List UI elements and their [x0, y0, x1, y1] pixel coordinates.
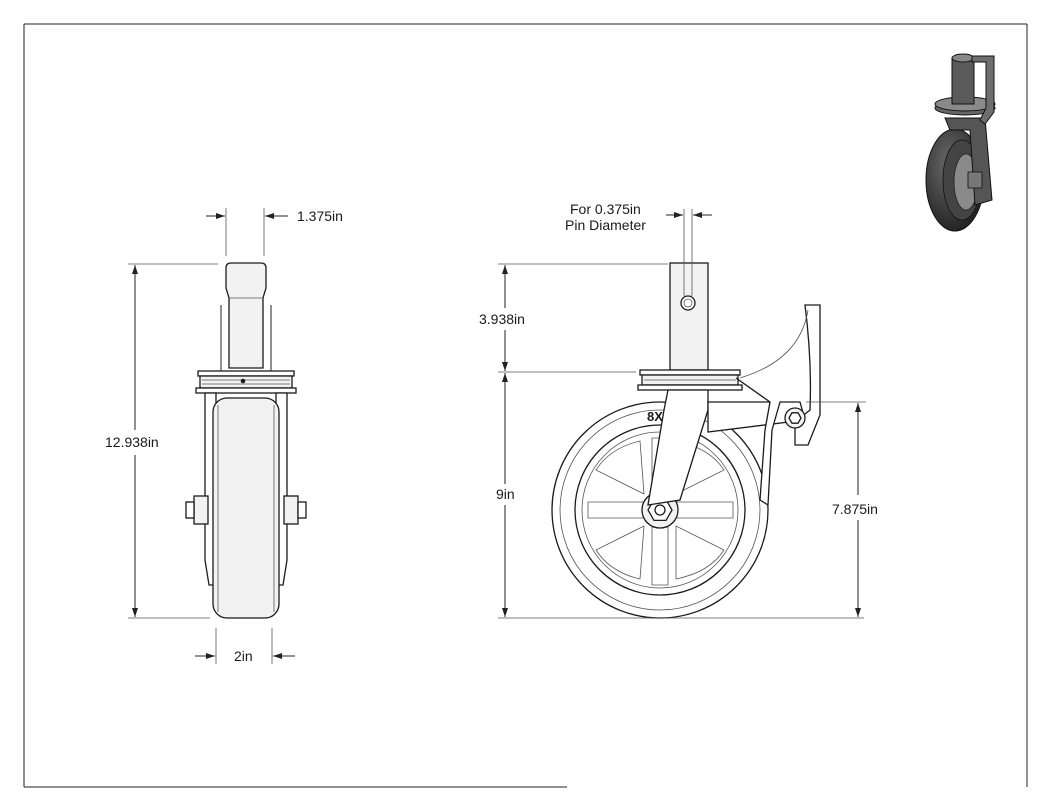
dimension-axle-height: 7.875in: [806, 401, 878, 617]
dimension-wheel-height: 9in: [496, 373, 864, 619]
dimension-stem-height: 3.938in: [479, 263, 668, 373]
total-height-label: 12.938in: [105, 434, 159, 450]
dimension-total-height: 12.938in: [105, 263, 218, 619]
dimension-wheel-width: 2in: [195, 628, 295, 664]
sheet-border: [23, 23, 1028, 788]
dimension-stem-width: 1.375in: [206, 208, 343, 256]
axle-height-label: 7.875in: [832, 501, 878, 517]
wheel-height-label: 9in: [496, 486, 515, 502]
stem-width-label: 1.375in: [297, 208, 343, 224]
wheel-marking: 8X: [647, 409, 663, 424]
dimension-pin-diameter: For 0.375in Pin Diameter: [565, 201, 712, 296]
isometric-caster-thumbnail: [925, 53, 996, 232]
side-view-caster: 8X: [551, 262, 821, 619]
pin-note-line1: For 0.375in: [570, 201, 641, 217]
wheel-width-label: 2in: [234, 648, 253, 664]
pin-note-line2: Pin Diameter: [565, 217, 646, 233]
front-view-caster: [185, 262, 307, 619]
stem-height-label: 3.938in: [479, 311, 525, 327]
